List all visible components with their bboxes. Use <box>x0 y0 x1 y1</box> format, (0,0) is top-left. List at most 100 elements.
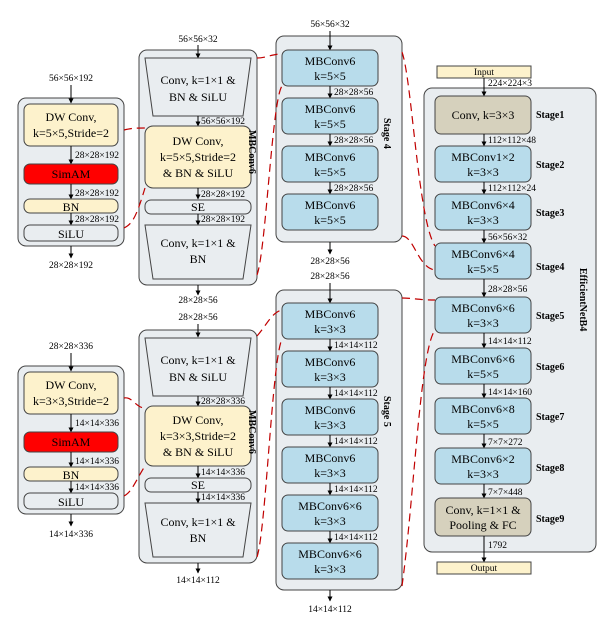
effnet-stage-6-label: Stage6 <box>536 362 564 373</box>
stage4-dim-3: 28×28×56 <box>334 184 373 194</box>
effnet-stage-8-label: Stage8 <box>536 463 564 474</box>
effnet-dim-6: 14×14×160 <box>488 388 532 398</box>
connector-simam-bottom-upper <box>123 397 146 409</box>
mbconv6-top-dwconv-line2: k=5×5,Stride=2 <box>160 150 236 164</box>
simam-top-dim-1: 28×28×192 <box>75 151 119 161</box>
mbconv6-bottom-project-block <box>144 502 252 558</box>
effnet-block-4-line2: k=5×5 <box>467 262 499 276</box>
mbconv6-bottom-dim-2: 14×14×336 <box>201 468 245 478</box>
stage5-block-4-line2: k=3×3 <box>314 466 346 480</box>
stage5-dim-5: 14×14×112 <box>334 533 378 543</box>
simam-bottom-input-dim: 28×28×336 <box>49 342 93 352</box>
mbconv6-top-expand-line1: Conv, k=1×1 & <box>160 73 236 87</box>
effnet-dim-9: 1792 <box>488 541 507 551</box>
simam-bottom-output-dim: 14×14×336 <box>49 530 93 540</box>
mbconv6-top-dim-2: 28×28×192 <box>201 190 245 200</box>
stage5-block-6-line1: MBConv6×6 <box>298 547 361 561</box>
stage4-block-1-line1: MBConv6 <box>305 54 356 68</box>
simam-top-dim-3: 28×28×192 <box>75 215 119 225</box>
effnet-dim-1: 112×112×48 <box>488 136 536 146</box>
mbconv6-bottom-expand-block <box>144 337 252 397</box>
effnet-block-2-line1: MBConv1×2 <box>451 150 514 164</box>
stage5-block-5-line2: k=3×3 <box>314 514 346 528</box>
simam-bottom-simam-label: SimAM <box>52 435 91 449</box>
stage4-dim-2: 28×28×56 <box>334 136 373 146</box>
stage4-block-2-line1: MBConv6 <box>305 102 356 116</box>
simam-top-dwconv-line2: k=5×5,Stride=2 <box>33 126 109 140</box>
connector-simam-top-lower <box>123 187 146 229</box>
mbconv6-bottom-project-line1: Conv, k=1×1 & <box>160 515 236 529</box>
effnet-block-9-line2: Pooling & FC <box>449 518 516 532</box>
connector-stage4-upper <box>401 51 436 247</box>
effnet-block-9 <box>434 497 532 537</box>
mbconv6-top-output-dim: 28×28×56 <box>178 296 217 306</box>
effnet-stage-3-label: Stage3 <box>536 208 564 219</box>
stage5-output-dim: 14×14×112 <box>308 605 352 615</box>
simam-top-bn-label: BN <box>63 200 80 214</box>
simam-top-simam-label: SimAM <box>52 167 91 181</box>
effnet-dim-input: 224×224×3 <box>488 79 532 89</box>
stage5-block-1-line1: MBConv6 <box>305 307 356 321</box>
stage5-block-1-line2: k=3×3 <box>314 322 346 336</box>
effnet-block-9-line1: Conv, k=1×1 & <box>445 503 521 517</box>
stage4-block-2-line2: k=5×5 <box>314 117 346 131</box>
simam-bottom-bn-label: BN <box>63 468 80 482</box>
stage4-panel <box>275 35 403 243</box>
stage4-block-4-line2: k=5×5 <box>314 213 346 227</box>
mbconv6-top-title: MBConv6 <box>246 130 257 174</box>
effnet-title: EfficientNetB4 <box>577 268 588 331</box>
effnet-stage-1-label: Stage1 <box>536 110 564 121</box>
effnet-block-2 <box>434 145 532 183</box>
effnet-block-5-line1: MBConv6×6 <box>451 301 514 315</box>
mbconv6-bottom-dwconv-line2: k=3×3,Stride=2 <box>160 429 236 443</box>
mbconv6-top-se-label: SE <box>191 200 205 214</box>
effnet-block-7-line1: MBConv6×8 <box>451 402 514 416</box>
simam-bottom-silu-block <box>23 492 119 510</box>
stage4-dim-1: 28×28×56 <box>334 88 373 98</box>
mbconv6-bottom-expand-line2: BN & SiLU <box>169 370 227 384</box>
mbconv6-bottom-title: MBConv6 <box>246 410 257 454</box>
effnet-block-8-line2: k=3×3 <box>467 467 499 481</box>
effnet-block-7 <box>434 397 532 435</box>
stage5-dim-1: 14×14×112 <box>334 341 378 351</box>
mbconv6-top-dim-3: 28×28×192 <box>201 215 245 225</box>
effnet-block-6 <box>434 347 532 385</box>
simam-top-silu-label: SiLU <box>58 227 84 241</box>
simam-bottom-silu-label: SiLU <box>58 495 84 509</box>
stage4-block-1-line2: k=5×5 <box>314 69 346 83</box>
mbconv6-top-project-line2: BN <box>190 252 207 266</box>
mbconv6-top-expand-line2: BN & SiLU <box>169 90 227 104</box>
stage5-block-4-line1: MBConv6 <box>305 451 356 465</box>
mbconv6-top-dwconv-line1: DW Conv, <box>173 134 224 148</box>
connector-mbconv6-top-lower <box>256 85 283 276</box>
output-box <box>436 561 532 575</box>
stage4-output-dim: 28×28×56 <box>310 257 349 267</box>
connector-mbconv6-bottom-upper <box>256 309 283 337</box>
effnet-dim-3: 56×56×32 <box>488 233 527 243</box>
stage5-block-2-line2: k=3×3 <box>314 370 346 384</box>
effnet-stage-9-label: Stage9 <box>536 514 564 525</box>
connector-simam-bottom-lower <box>123 465 146 497</box>
stage5-dim-3: 14×14×112 <box>334 437 378 447</box>
stage5-block-5-line1: MBConv6×6 <box>298 499 361 513</box>
effnet-block-3 <box>434 193 532 231</box>
mbconv6-top-project-block <box>144 224 252 280</box>
effnet-block-1 <box>434 95 532 135</box>
mbconv6-bottom-dwconv-line3: & BN & SiLU <box>163 445 234 459</box>
mbconv6-bottom-output-dim: 14×14×112 <box>176 576 220 586</box>
stage5-block-2-line1: MBConv6 <box>305 355 356 369</box>
stage4-block-3-line1: MBConv6 <box>305 150 356 164</box>
mbconv6-bottom-input-dim: 28×28×56 <box>178 313 217 323</box>
stage5-dim-4: 14×14×112 <box>334 485 378 495</box>
effnet-block-5-line2: k=3×3 <box>467 316 499 330</box>
mbconv6-bottom-expand-line1: Conv, k=1×1 & <box>160 353 236 367</box>
mbconv6-top-expand-block <box>144 57 252 117</box>
simam-top-dwconv-line1: DW Conv, <box>46 110 97 124</box>
effnet-stage-4-label: Stage4 <box>536 262 564 273</box>
effnet-block-3-line1: MBConv6×4 <box>451 198 514 212</box>
stage4-title: Stage 4 <box>381 118 392 149</box>
connector-mbconv6-top-upper <box>256 53 283 59</box>
stage5-title: Stage 5 <box>381 396 392 427</box>
effnet-stage-2-label: Stage2 <box>536 160 564 171</box>
